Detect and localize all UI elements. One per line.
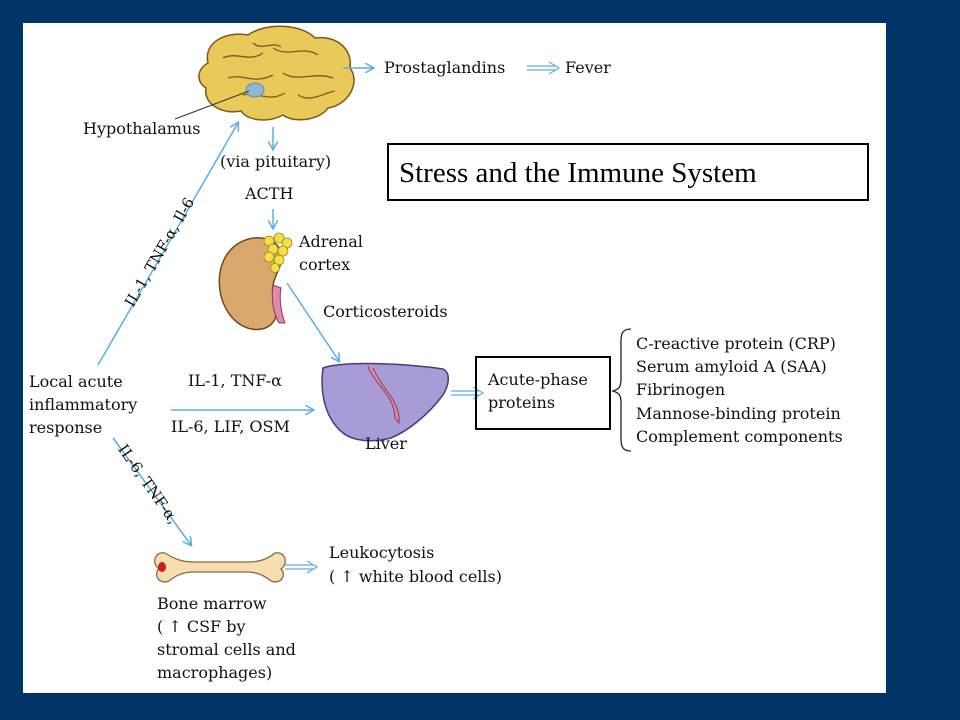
- arrow-local-hypothalamus: [97, 123, 238, 366]
- liver-icon: [321, 362, 449, 442]
- local-acute-label: Local acute: [29, 372, 123, 391]
- adrenal-label: Adrenal: [299, 232, 363, 251]
- diagram-graphics: [97, 25, 632, 583]
- double-arrows: [285, 61, 561, 574]
- title-box: Stress and the Immune System: [387, 143, 869, 201]
- hypothalamus-label: Hypothalamus: [83, 119, 201, 138]
- protein-item: Serum amyloid A (SAA): [636, 357, 827, 376]
- arrow-local-bone: [112, 437, 191, 545]
- protein-item: Complement components: [636, 427, 843, 446]
- acute-phase-box: [475, 356, 611, 430]
- diagram-panel: Stress and the Immune System Hypothalamu…: [23, 23, 886, 693]
- arrows: [97, 68, 373, 545]
- hypothalamus-pointer: [174, 90, 250, 120]
- protein-item: Mannose-binding protein: [636, 404, 841, 423]
- acth-label: ACTH: [245, 184, 294, 203]
- via-pituitary-label: (via pituitary): [220, 152, 332, 171]
- white-blood-cells-label: ( ↑ white blood cells): [329, 567, 502, 586]
- brain-icon: [198, 25, 355, 121]
- proteins-label: proteins: [488, 393, 556, 412]
- double-arrow-prostaglandins-fever: [527, 61, 561, 75]
- bone-marrow-label: Bone marrow: [157, 594, 267, 613]
- liver-label: Liver: [365, 434, 407, 453]
- stromal-cells-label: stromal cells and: [157, 640, 296, 659]
- adrenal-kidney-icon: [218, 232, 293, 331]
- protein-item: Fibrinogen: [636, 380, 726, 399]
- il6-lif-osm-label: IL-6, LIF, OSM: [171, 417, 290, 436]
- double-arrow-bone-leukocytosis: [285, 560, 319, 574]
- page-title: Stress and the Immune System: [399, 157, 757, 189]
- protein-item: C-reactive protein (CRP): [636, 334, 836, 353]
- protein-brace: [610, 328, 632, 452]
- fever-label: Fever: [565, 58, 611, 77]
- leukocytosis-label: Leukocytosis: [329, 543, 435, 562]
- csf-label: ( ↑ CSF by: [157, 617, 246, 636]
- inflammatory-label: inflammatory: [29, 395, 138, 414]
- cortex-label: cortex: [299, 255, 351, 274]
- bone-icon: [154, 552, 286, 583]
- prostaglandins-label: Prostaglandins: [384, 58, 506, 77]
- response-label: response: [29, 418, 103, 437]
- acute-phase-label: Acute-phase: [488, 370, 588, 389]
- macrophages-label: macrophages): [157, 663, 273, 682]
- arrow-corticosteroids-liver: [286, 282, 339, 361]
- corticosteroids-label: Corticosteroids: [323, 302, 448, 321]
- il1-tnf-label: IL-1, TNF-α: [188, 371, 282, 390]
